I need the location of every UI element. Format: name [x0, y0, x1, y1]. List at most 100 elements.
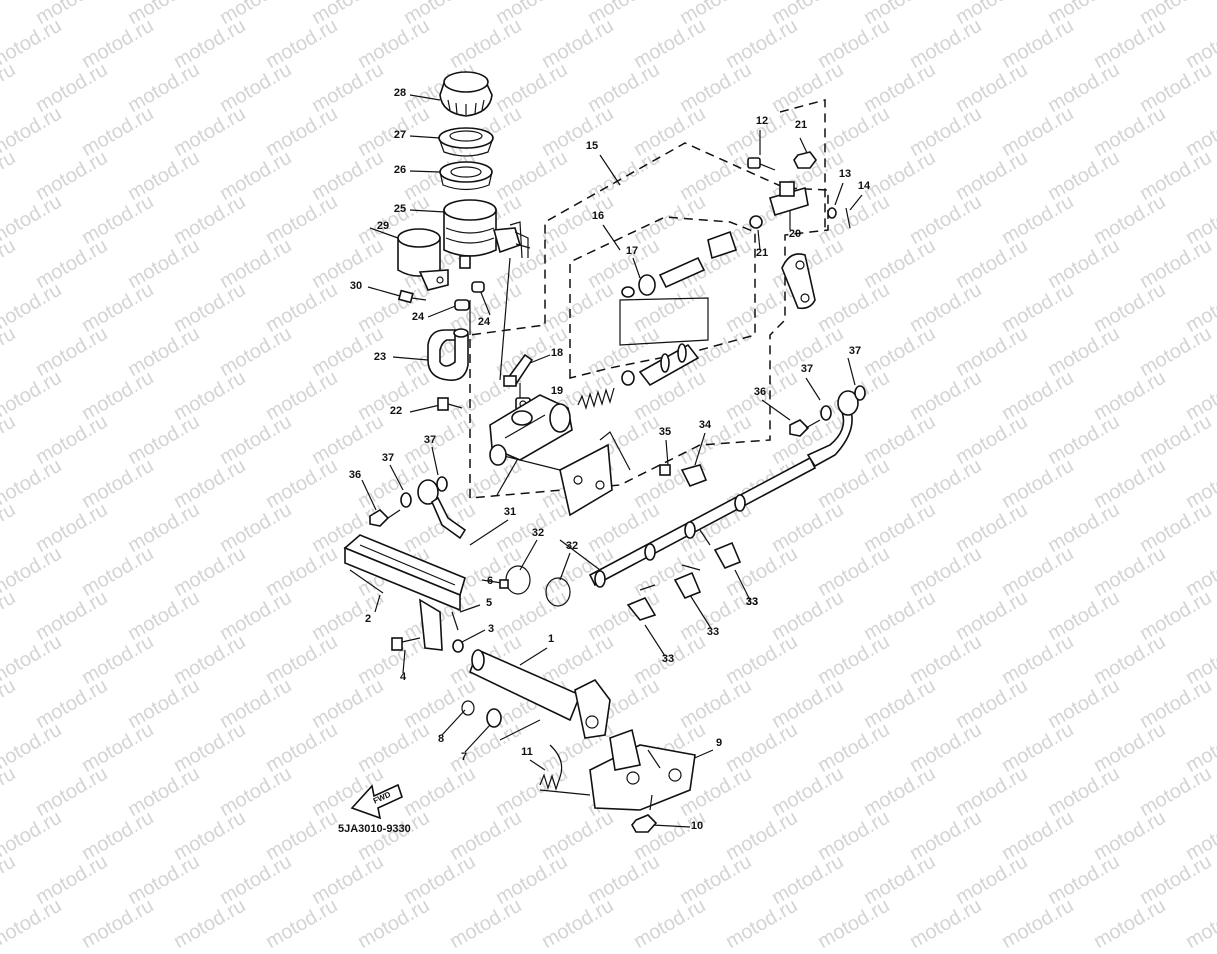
callout-27: 27 [394, 129, 406, 141]
callout-16: 16 [592, 210, 604, 222]
callout-21: 21 [756, 247, 768, 259]
callout-18: 18 [551, 347, 563, 359]
cotter-pin-14 [845, 207, 851, 229]
callout-1: 1 [548, 633, 554, 645]
washer-37-left-b [436, 476, 448, 492]
hose-clamp-24a [454, 299, 470, 311]
callout-32: 32 [566, 540, 578, 552]
callout-11: 11 [521, 746, 533, 758]
callout-36: 36 [349, 469, 361, 481]
fwd-arrow-icon: FWD [350, 783, 403, 820]
nut-10 [631, 794, 658, 833]
bolt-4 [391, 637, 421, 651]
callout-33: 33 [746, 596, 758, 608]
washer-3 [452, 639, 464, 653]
callout-21: 21 [795, 119, 807, 131]
callout-10: 10 [691, 820, 703, 832]
union-bolt-36-right [789, 419, 821, 437]
push-rod [621, 215, 763, 298]
callout-32: 32 [532, 527, 544, 539]
hose-clamp-33c [713, 541, 742, 570]
bolt-35 [659, 464, 671, 476]
master-cylinder [489, 394, 573, 466]
callout-26: 26 [394, 164, 406, 176]
callout-24: 24 [412, 311, 425, 323]
callout-37: 37 [849, 345, 861, 357]
callout-33: 33 [746, 596, 758, 608]
callout-33: 33 [707, 626, 719, 638]
clip-6 [499, 579, 509, 589]
assembly-boundary-15 [469, 142, 829, 499]
callout-6: 6 [487, 575, 493, 587]
reservoir-cap [439, 71, 493, 117]
reservoir-cover [397, 228, 449, 291]
leader-lines [349, 94, 863, 828]
callout-37: 37 [382, 452, 394, 464]
callout-37: 37 [424, 434, 436, 446]
link-arm [781, 253, 816, 310]
reservoir-tank [443, 199, 531, 269]
piston-assembly [621, 343, 700, 387]
callout-2: 2 [365, 613, 371, 625]
callout-7: 7 [461, 751, 467, 763]
diagram-code: 5JA3010-9330 [338, 823, 411, 835]
union-bolt-36-left [369, 508, 401, 527]
mounting-bracket [559, 431, 631, 517]
callout-35: 35 [659, 426, 671, 438]
assembly-boundary-16 [569, 216, 756, 379]
return-spring-11 [539, 744, 563, 791]
callout-24: 24 [478, 316, 491, 328]
callout-4: 4 [400, 671, 407, 683]
callout-14: 14 [858, 180, 871, 192]
washer-37-left-a [400, 492, 412, 508]
nut-21 [793, 151, 817, 169]
callout-13: 13 [839, 168, 851, 180]
callout-25: 25 [394, 203, 406, 215]
exploded-parts-diagram: FWD 123456789101112131415161718192021212… [338, 71, 871, 835]
washer-13 [827, 207, 837, 219]
brake-hose [588, 390, 859, 588]
clip-8 [461, 700, 475, 716]
callout-8: 8 [438, 733, 444, 745]
hose-clamp-34 [680, 464, 708, 488]
callout-33: 33 [662, 653, 674, 665]
pin-5 [451, 611, 459, 631]
callout-36: 36 [754, 386, 766, 398]
reservoir-hose [427, 328, 469, 382]
bolt-30 [397, 289, 427, 304]
callout-20: 20 [789, 228, 801, 240]
brake-hose-left [417, 479, 467, 540]
callout-15: 15 [586, 140, 598, 152]
diaphragm-plate [438, 127, 494, 157]
callout-29: 29 [377, 220, 389, 232]
callout-30: 30 [350, 280, 362, 292]
footrest-bracket [589, 728, 696, 811]
washer-37-right-b [854, 385, 866, 401]
hose-joint [503, 353, 534, 387]
callout-3: 3 [488, 623, 494, 635]
hose-clamp-33a [626, 596, 657, 621]
return-spring [577, 387, 615, 411]
callout-22: 22 [390, 405, 402, 417]
callout-5: 5 [486, 597, 492, 609]
pivot-shaft [469, 648, 611, 739]
callout-34: 34 [699, 419, 712, 431]
callout-17: 17 [626, 245, 638, 257]
callout-23: 23 [374, 351, 386, 363]
bolt-22 [437, 397, 463, 411]
clevis [769, 181, 809, 216]
hose-clamp-33b [673, 571, 702, 600]
callout-31: 31 [504, 506, 516, 518]
callout-12: 12 [756, 115, 768, 127]
assembly-boundary-20 [779, 99, 826, 230]
internal-parts-box [619, 297, 709, 346]
callout-9: 9 [716, 737, 722, 749]
bolt-12 [747, 157, 776, 171]
hose-clip-32b [545, 577, 571, 607]
washer-7 [486, 708, 502, 728]
callout-28: 28 [394, 87, 406, 99]
hose-clamp-24b [471, 281, 485, 293]
diaphragm [439, 161, 493, 191]
